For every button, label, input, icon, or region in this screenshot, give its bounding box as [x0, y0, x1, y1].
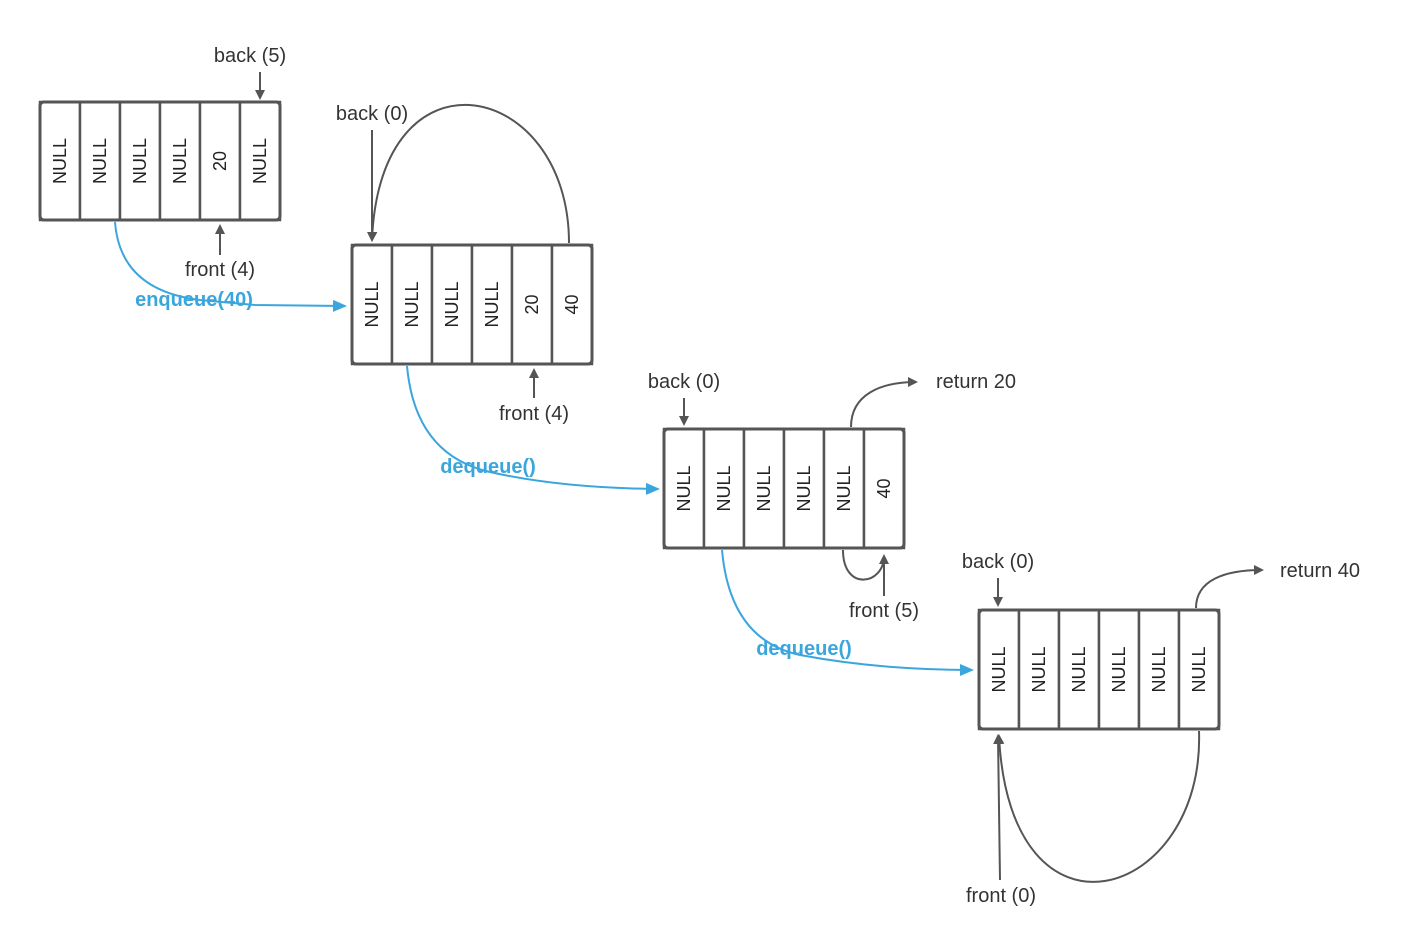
queue-3-back-label: back (0)	[648, 371, 720, 393]
queue-1-cells: NULL NULL NULL NULL 20 NULL	[38, 100, 282, 222]
queue-4-back-label: back (0)	[962, 551, 1034, 573]
queue-2-back-label: back (0)	[336, 103, 408, 125]
queue-1-cell-1-value: NULL	[90, 138, 110, 184]
queue-4-cell-5-value: NULL	[1189, 646, 1209, 692]
queue-4-cells: NULL NULL NULL NULL NULL NULL	[977, 608, 1221, 731]
queue-3-cell-1-value: NULL	[714, 465, 734, 511]
queue-1-cell-4-value: 20	[210, 151, 230, 171]
queue-2-front-label: front (4)	[499, 403, 569, 425]
queue-1-cell-0-value: NULL	[50, 138, 70, 184]
queue-2-cell-3-value: NULL	[482, 281, 502, 327]
queue-3-border	[662, 427, 906, 550]
queue-1-cell-5-value: NULL	[250, 138, 270, 184]
queue-4: NULL NULL NULL NULL NULL NULL back (0) return…	[962, 551, 1360, 907]
queue-3-cell-2-value: NULL	[754, 465, 774, 511]
dequeue-arrow-1	[406, 365, 660, 495]
queue-3-cell-0-value: NULL	[674, 465, 694, 511]
queue-4-wrap-arrow	[994, 730, 1201, 883]
queue-2-cells: NULL NULL NULL NULL 20 40	[350, 243, 594, 366]
queue-4-cell-2-value: NULL	[1069, 646, 1089, 692]
dequeue-operation-1: dequeue()	[406, 365, 660, 495]
queue-1-cell-5	[238, 100, 282, 222]
queue-2-cell-4-value: 20	[522, 294, 542, 314]
queue-1-cell-2-value: NULL	[130, 138, 150, 184]
queue-4-cell-3-value: NULL	[1109, 646, 1129, 692]
queue-2-cell-1	[390, 243, 434, 366]
queue-3-return-arrow	[850, 377, 918, 428]
dequeue-label-1: dequeue()	[440, 456, 536, 478]
queue-2-wrap-arrow	[367, 103, 570, 244]
queue-4-cell-4-value: NULL	[1149, 646, 1169, 692]
queue-1-cell-3-value: NULL	[170, 138, 190, 184]
queue-3: NULL NULL NULL NULL NULL 40 back (0) return 2…	[648, 371, 1016, 622]
queue-1-border	[38, 100, 282, 222]
queue-2: NULL NULL NULL NULL 20 40 back (0) front (4)	[336, 103, 594, 425]
queue-2-cell-0-value: NULL	[362, 281, 382, 327]
queue-2-cell-5-value: 40	[562, 294, 582, 314]
dequeue-label-2: dequeue()	[756, 638, 852, 660]
enqueue-label: enqueue(40)	[135, 289, 253, 311]
queue-3-cell-3-value: NULL	[794, 465, 814, 511]
enqueue-operation: enqueue(40)	[114, 221, 347, 312]
queue-4-return-label: return 40	[1280, 560, 1360, 582]
queue-2-border	[350, 243, 594, 366]
queue-3-cell-5-value: 40	[874, 478, 894, 498]
queue-3-cell-4-value: NULL	[834, 465, 854, 511]
queue-4-border	[977, 608, 1221, 731]
queue-2-cell-1-value: NULL	[402, 281, 422, 327]
queue-4-return-arrow	[1195, 565, 1264, 609]
queue-4-front-arrow	[993, 734, 1004, 881]
queue-3-return-label: return 20	[936, 371, 1016, 393]
dequeue-operation-2: dequeue()	[721, 549, 974, 676]
queue-4-cell-1-value: NULL	[1029, 646, 1049, 692]
queue-4-cell-0-value: NULL	[989, 646, 1009, 692]
queue-3-front-move-arrow	[842, 549, 889, 581]
queue-1: NULL NULL NULL NULL 20 NULL back (5) front (4…	[38, 45, 286, 281]
queue-1-front-label: front (4)	[185, 259, 255, 281]
queue-4-front-label: front (0)	[966, 885, 1036, 907]
queue-3-cells: NULL NULL NULL NULL NULL 40	[662, 427, 906, 550]
enqueue-arrow	[114, 221, 347, 312]
queue-1-back-label: back (5)	[214, 45, 286, 67]
queue-3-front-label: front (5)	[849, 600, 919, 622]
queue-2-cell-3	[470, 243, 514, 366]
queue-2-cell-2-value: NULL	[442, 281, 462, 327]
dequeue-arrow-2	[721, 549, 974, 676]
